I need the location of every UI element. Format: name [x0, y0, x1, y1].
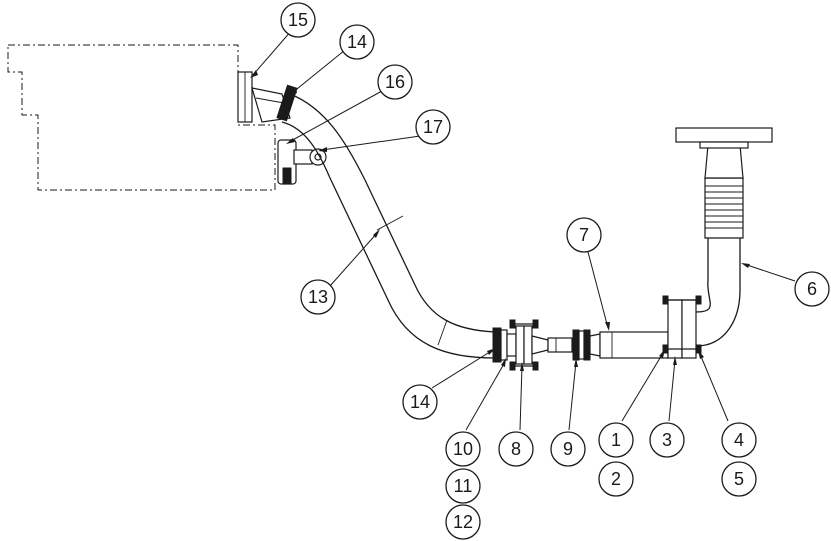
clamp-9: [572, 329, 591, 361]
balloon-14-top: 14: [339, 24, 375, 60]
svg-text:6: 6: [807, 279, 817, 299]
slip-pipe-7: [589, 331, 669, 359]
svg-text:14: 14: [410, 392, 430, 412]
svg-text:15: 15: [288, 10, 308, 30]
svg-text:2: 2: [611, 469, 621, 489]
balloon-12: 12: [445, 504, 481, 540]
balloon-9: 9: [550, 431, 586, 467]
balloon-17: 17: [415, 109, 451, 145]
svg-text:1: 1: [611, 430, 621, 450]
svg-text:16: 16: [385, 72, 405, 92]
svg-text:11: 11: [454, 476, 473, 496]
balloon-3: 3: [649, 422, 685, 458]
balloon-4: 4: [721, 422, 757, 458]
svg-text:17: 17: [423, 117, 443, 137]
elbow-pipe-6: [675, 127, 773, 347]
balloon-5: 5: [721, 461, 757, 497]
exhaust-pipe-13: [281, 93, 496, 359]
balloon-7: 7: [566, 217, 602, 253]
outlet-adapter: [251, 84, 298, 123]
pipe-bracket: [277, 139, 327, 185]
balloon-13: 13: [300, 279, 336, 315]
svg-text:4: 4: [734, 430, 744, 450]
manifold-flange: [237, 71, 253, 123]
balloon-2: 2: [598, 461, 634, 497]
svg-text:10: 10: [453, 439, 473, 459]
balloon-15: 15: [280, 2, 316, 38]
engine-outline: [7, 44, 276, 191]
svg-text:12: 12: [453, 512, 473, 532]
balloon-16: 16: [377, 64, 413, 100]
svg-text:14: 14: [347, 32, 367, 52]
svg-text:9: 9: [563, 439, 573, 459]
balloon-1: 1: [598, 422, 634, 458]
reducer-section: [531, 335, 573, 355]
svg-text:13: 13: [308, 287, 328, 307]
balloon-8: 8: [498, 431, 534, 467]
svg-text:3: 3: [662, 430, 672, 450]
lower-clamp: [492, 327, 508, 363]
svg-text:7: 7: [579, 225, 589, 245]
balloon-11: 11: [445, 468, 481, 504]
leader-lines: [250, 29, 796, 431]
flange-joint-3: [662, 295, 702, 359]
balloon-10: 10: [445, 431, 481, 467]
flange-joint-8: [506, 319, 539, 371]
balloon-6: 6: [794, 271, 830, 307]
balloon-14-bottom: 14: [402, 384, 438, 420]
svg-text:5: 5: [734, 469, 744, 489]
svg-text:8: 8: [511, 439, 521, 459]
